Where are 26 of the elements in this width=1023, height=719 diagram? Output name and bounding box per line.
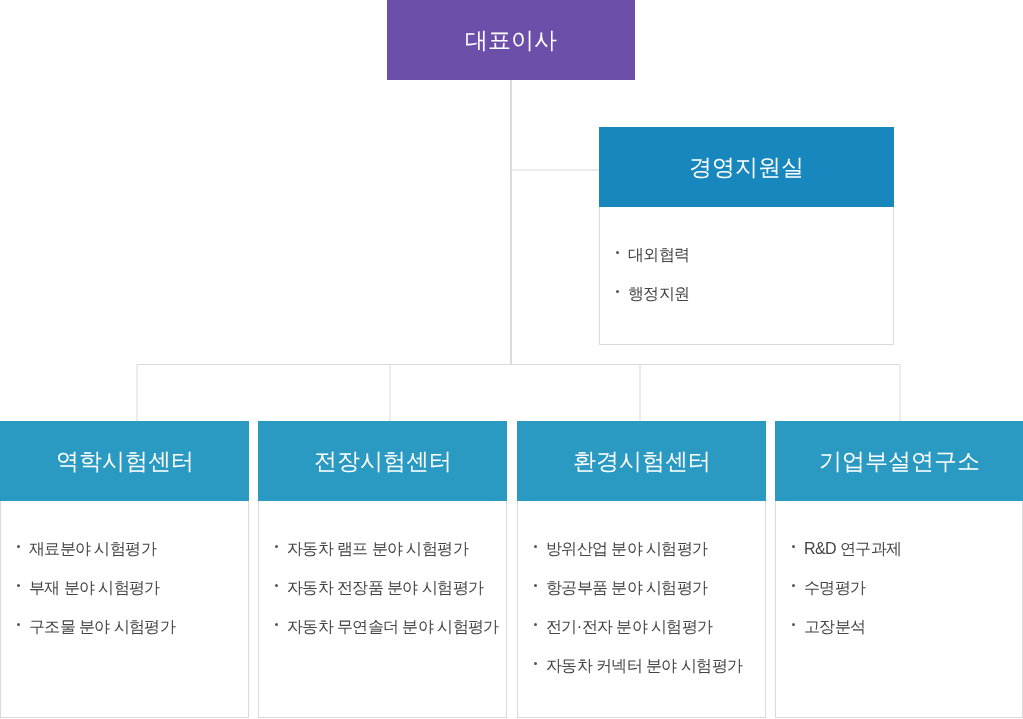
- list-item: 대외협력: [628, 245, 690, 265]
- list-item: 자동차 램프 분야 시험평가: [287, 539, 468, 559]
- org-card: [517, 421, 766, 718]
- list-item: 고장분석: [804, 617, 866, 637]
- list-item: 항공부품 분야 시험평가: [546, 578, 708, 598]
- list-item: 방위산업 분야 시험평가: [546, 539, 708, 559]
- card-title: 기업부설연구소: [818, 446, 980, 476]
- list-item: 자동차 커넥터 분야 시험평가: [546, 656, 743, 676]
- card-title: 경영지원실: [689, 152, 804, 182]
- list-item: R&D 연구과제: [804, 539, 902, 559]
- list-item: 전기·전자 분야 시험평가: [546, 617, 713, 637]
- list-item: 행정지원: [628, 284, 690, 304]
- title-box: 대표이사: [387, 0, 635, 80]
- org-card: [775, 421, 1023, 718]
- list-item: 부재 분야 시험평가: [29, 578, 160, 598]
- org-card: [599, 127, 894, 345]
- list-item: 수명평가: [804, 578, 866, 598]
- list-item: 자동차 무연솔더 분야 시험평가: [287, 617, 499, 637]
- org-card: [0, 421, 249, 718]
- card-title: 역학시험센터: [55, 446, 194, 476]
- org-card: [258, 421, 507, 718]
- card-title: 전장시험센터: [313, 446, 452, 476]
- list-item: 자동차 전장품 분야 시험평가: [287, 578, 484, 598]
- card-title: 환경시험센터: [572, 446, 711, 476]
- list-item: 재료분야 시험평가: [29, 539, 157, 559]
- list-item: 구조물 분야 시험평가: [29, 617, 176, 637]
